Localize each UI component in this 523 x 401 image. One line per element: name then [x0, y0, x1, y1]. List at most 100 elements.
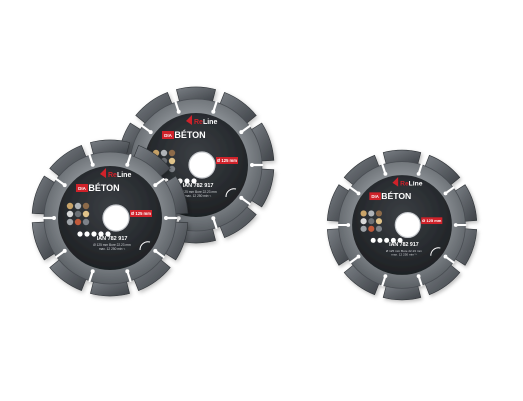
- material-icon: [368, 225, 375, 232]
- spec-line: Ø 125 mm Bore 22.23 mm: [93, 243, 131, 247]
- brand-logo: ReLine: [392, 177, 423, 188]
- cooling-hole: [346, 223, 351, 227]
- safety-icon: [184, 178, 190, 184]
- brand-name: ReLine: [108, 172, 131, 179]
- material-icon: [375, 225, 383, 232]
- spec-line: max. 12 250 min⁻¹: [99, 247, 125, 251]
- safety-icon: [397, 237, 403, 243]
- cooling-hole: [62, 248, 67, 253]
- material-icon: [168, 149, 176, 157]
- cooling-hole: [443, 191, 448, 196]
- cooling-hole: [356, 254, 361, 259]
- cooling-hole: [125, 162, 130, 167]
- safety-icon: [390, 237, 396, 243]
- rotation-arrow-icon: [139, 241, 151, 251]
- series-label: DIA: [164, 133, 173, 138]
- safety-icon: [191, 178, 197, 184]
- material-icon: [360, 218, 367, 225]
- safety-icon: [91, 231, 97, 237]
- series-label: DIA: [78, 186, 87, 191]
- material-icon: [160, 149, 168, 157]
- safety-icon: [377, 237, 383, 243]
- article-number: IAN 782 917: [183, 183, 214, 189]
- series-label: DIA: [371, 194, 378, 199]
- spec-line: Ø 125 mm Bore 22.23 mm: [386, 249, 423, 253]
- cooling-hole: [383, 274, 388, 279]
- spec-line: max. 12 250 min⁻¹: [185, 194, 211, 198]
- arbor-hole: [394, 211, 421, 239]
- safety-icon: [384, 237, 390, 243]
- cooling-hole: [176, 109, 181, 114]
- cooling-hole: [250, 163, 254, 167]
- diameter-badge: [421, 217, 443, 225]
- diameter-badge: [130, 210, 152, 217]
- spec-line: max. 12 250 min⁻¹: [391, 253, 416, 257]
- brand-mark-icon: [100, 168, 106, 178]
- cooling-hole: [62, 183, 67, 188]
- brand-mark-icon: [186, 115, 192, 125]
- material-icon: [360, 210, 367, 217]
- cooling-hole: [239, 130, 244, 135]
- cooling-hole: [90, 269, 95, 274]
- safety-icon: [370, 237, 376, 243]
- diameter-label: Ø 125 mm: [131, 211, 151, 216]
- brand-name: ReLine: [400, 181, 423, 188]
- arbor-hole: [102, 204, 130, 232]
- material-icon: [375, 218, 383, 225]
- cooling-hole: [356, 191, 361, 196]
- brand-logo: ReLine: [186, 115, 217, 126]
- series-tag: [76, 184, 88, 192]
- brand-name: ReLine: [194, 119, 217, 126]
- cooling-hole: [176, 216, 181, 221]
- material-icon: [82, 210, 90, 218]
- cooling-hole: [164, 216, 168, 220]
- material-icon: [66, 210, 74, 218]
- article-number: IAN 782 917: [389, 242, 419, 248]
- series-tag: [162, 131, 174, 139]
- diameter-label: Ø 125 mm: [217, 158, 237, 163]
- cooling-hole: [211, 216, 216, 221]
- cooling-hole: [153, 248, 158, 253]
- material-icon: [360, 225, 367, 232]
- arbor-hole: [188, 151, 216, 179]
- product-name: BÉTON: [381, 191, 411, 201]
- diameter-badge: [216, 157, 238, 164]
- cooling-hole: [153, 183, 158, 188]
- material-icon: [74, 210, 82, 218]
- cooling-hole: [239, 195, 244, 200]
- series-tag: [369, 192, 381, 201]
- spec-line: Ø 125 mm Bore 22.23 mm: [179, 190, 217, 194]
- brand-logo: ReLine: [100, 168, 131, 179]
- material-icon: [168, 165, 176, 173]
- cooling-hole: [90, 162, 95, 167]
- article-number: IAN 782 917: [97, 236, 128, 242]
- safety-icon: [105, 231, 111, 237]
- material-icon: [66, 202, 74, 210]
- cooling-hole: [211, 109, 216, 114]
- material-icon: [66, 218, 74, 226]
- product-name: BÉTON: [174, 130, 205, 140]
- product-name: BÉTON: [88, 183, 119, 193]
- cooling-hole: [148, 130, 153, 135]
- safety-icon: [77, 231, 83, 237]
- cooling-hole: [416, 274, 421, 279]
- safety-icon: [98, 231, 104, 237]
- cooling-hole: [125, 269, 130, 274]
- cooling-hole: [52, 216, 56, 220]
- cooling-hole: [453, 223, 458, 227]
- material-icon: [82, 202, 90, 210]
- material-icon: [368, 218, 375, 225]
- rotation-arrow-icon: [225, 188, 237, 198]
- brand-mark-icon: [392, 177, 399, 187]
- material-icon: [168, 157, 176, 165]
- material-icon: [74, 202, 82, 210]
- cooling-hole: [383, 171, 388, 176]
- safety-icon: [84, 231, 90, 237]
- diameter-label: Ø 125 mm: [422, 218, 442, 223]
- material-icon: [375, 210, 383, 217]
- cooling-hole: [443, 254, 448, 259]
- material-icon: [82, 218, 90, 226]
